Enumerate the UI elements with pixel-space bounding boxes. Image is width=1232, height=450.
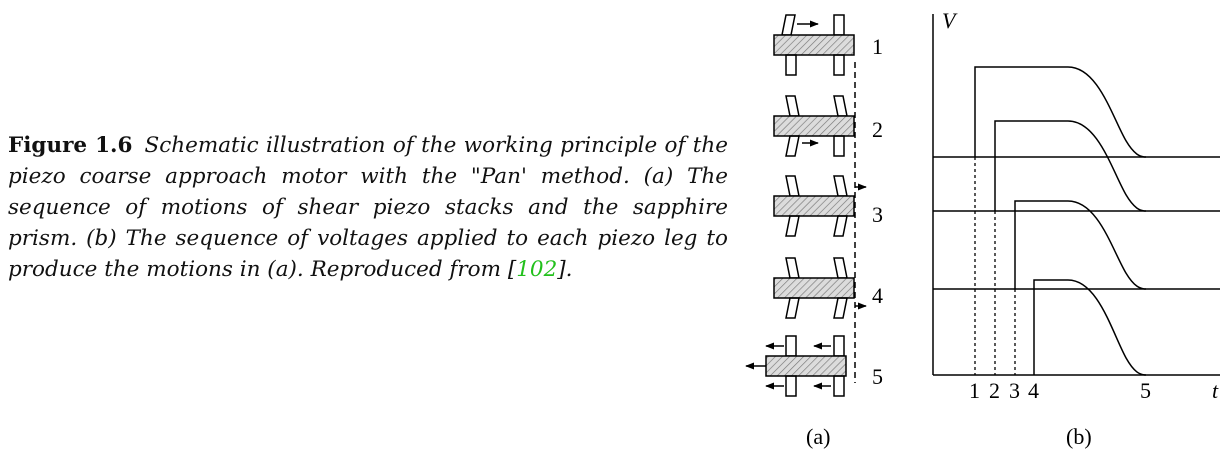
panel-b-label: (b): [1066, 424, 1092, 449]
sapphire-prism: [773, 277, 855, 299]
time-tick-label: 3: [1009, 378, 1020, 403]
sapphire-prism: [773, 195, 855, 217]
voltage-pulse-4: [1033, 279, 1147, 376]
time-tick-label: 1: [969, 378, 980, 403]
step-1-diagram: [773, 14, 855, 76]
panel-a-label: (a): [806, 424, 830, 449]
step-4-diagram: [773, 257, 867, 319]
figure-label: Figure 1.6: [8, 133, 133, 158]
time-tick-label: 5: [1140, 378, 1151, 403]
voltage-pulse-3: [1014, 200, 1147, 290]
x-axis-label: t: [1212, 378, 1219, 403]
step-label: 5: [872, 364, 883, 389]
panel-a-diagram: [745, 14, 867, 397]
step-label: 1: [872, 34, 883, 59]
y-axis-label: V: [942, 8, 958, 33]
panel-b-chart: [932, 14, 1220, 376]
citation-link[interactable]: 102: [516, 257, 558, 282]
caption-text-end: ].: [557, 257, 573, 282]
step-2-diagram: [773, 95, 855, 157]
step-labels: 1 2 3 4 5: [872, 34, 883, 389]
step-5-diagram: [745, 335, 847, 397]
sapphire-prism: [773, 115, 855, 137]
time-tick-label: 2: [989, 378, 1000, 403]
caption-text: Schematic illustration of the working pr…: [8, 133, 728, 282]
voltage-pulse-2: [994, 120, 1147, 212]
sapphire-prism: [773, 34, 855, 56]
step-label: 2: [872, 117, 883, 142]
step-3-diagram: [773, 175, 867, 237]
voltage-pulse-1: [974, 66, 1147, 158]
step-label: 3: [872, 202, 883, 227]
time-tick-label: 4: [1028, 378, 1039, 403]
step-label: 4: [872, 283, 883, 308]
sapphire-prism: [765, 355, 847, 377]
